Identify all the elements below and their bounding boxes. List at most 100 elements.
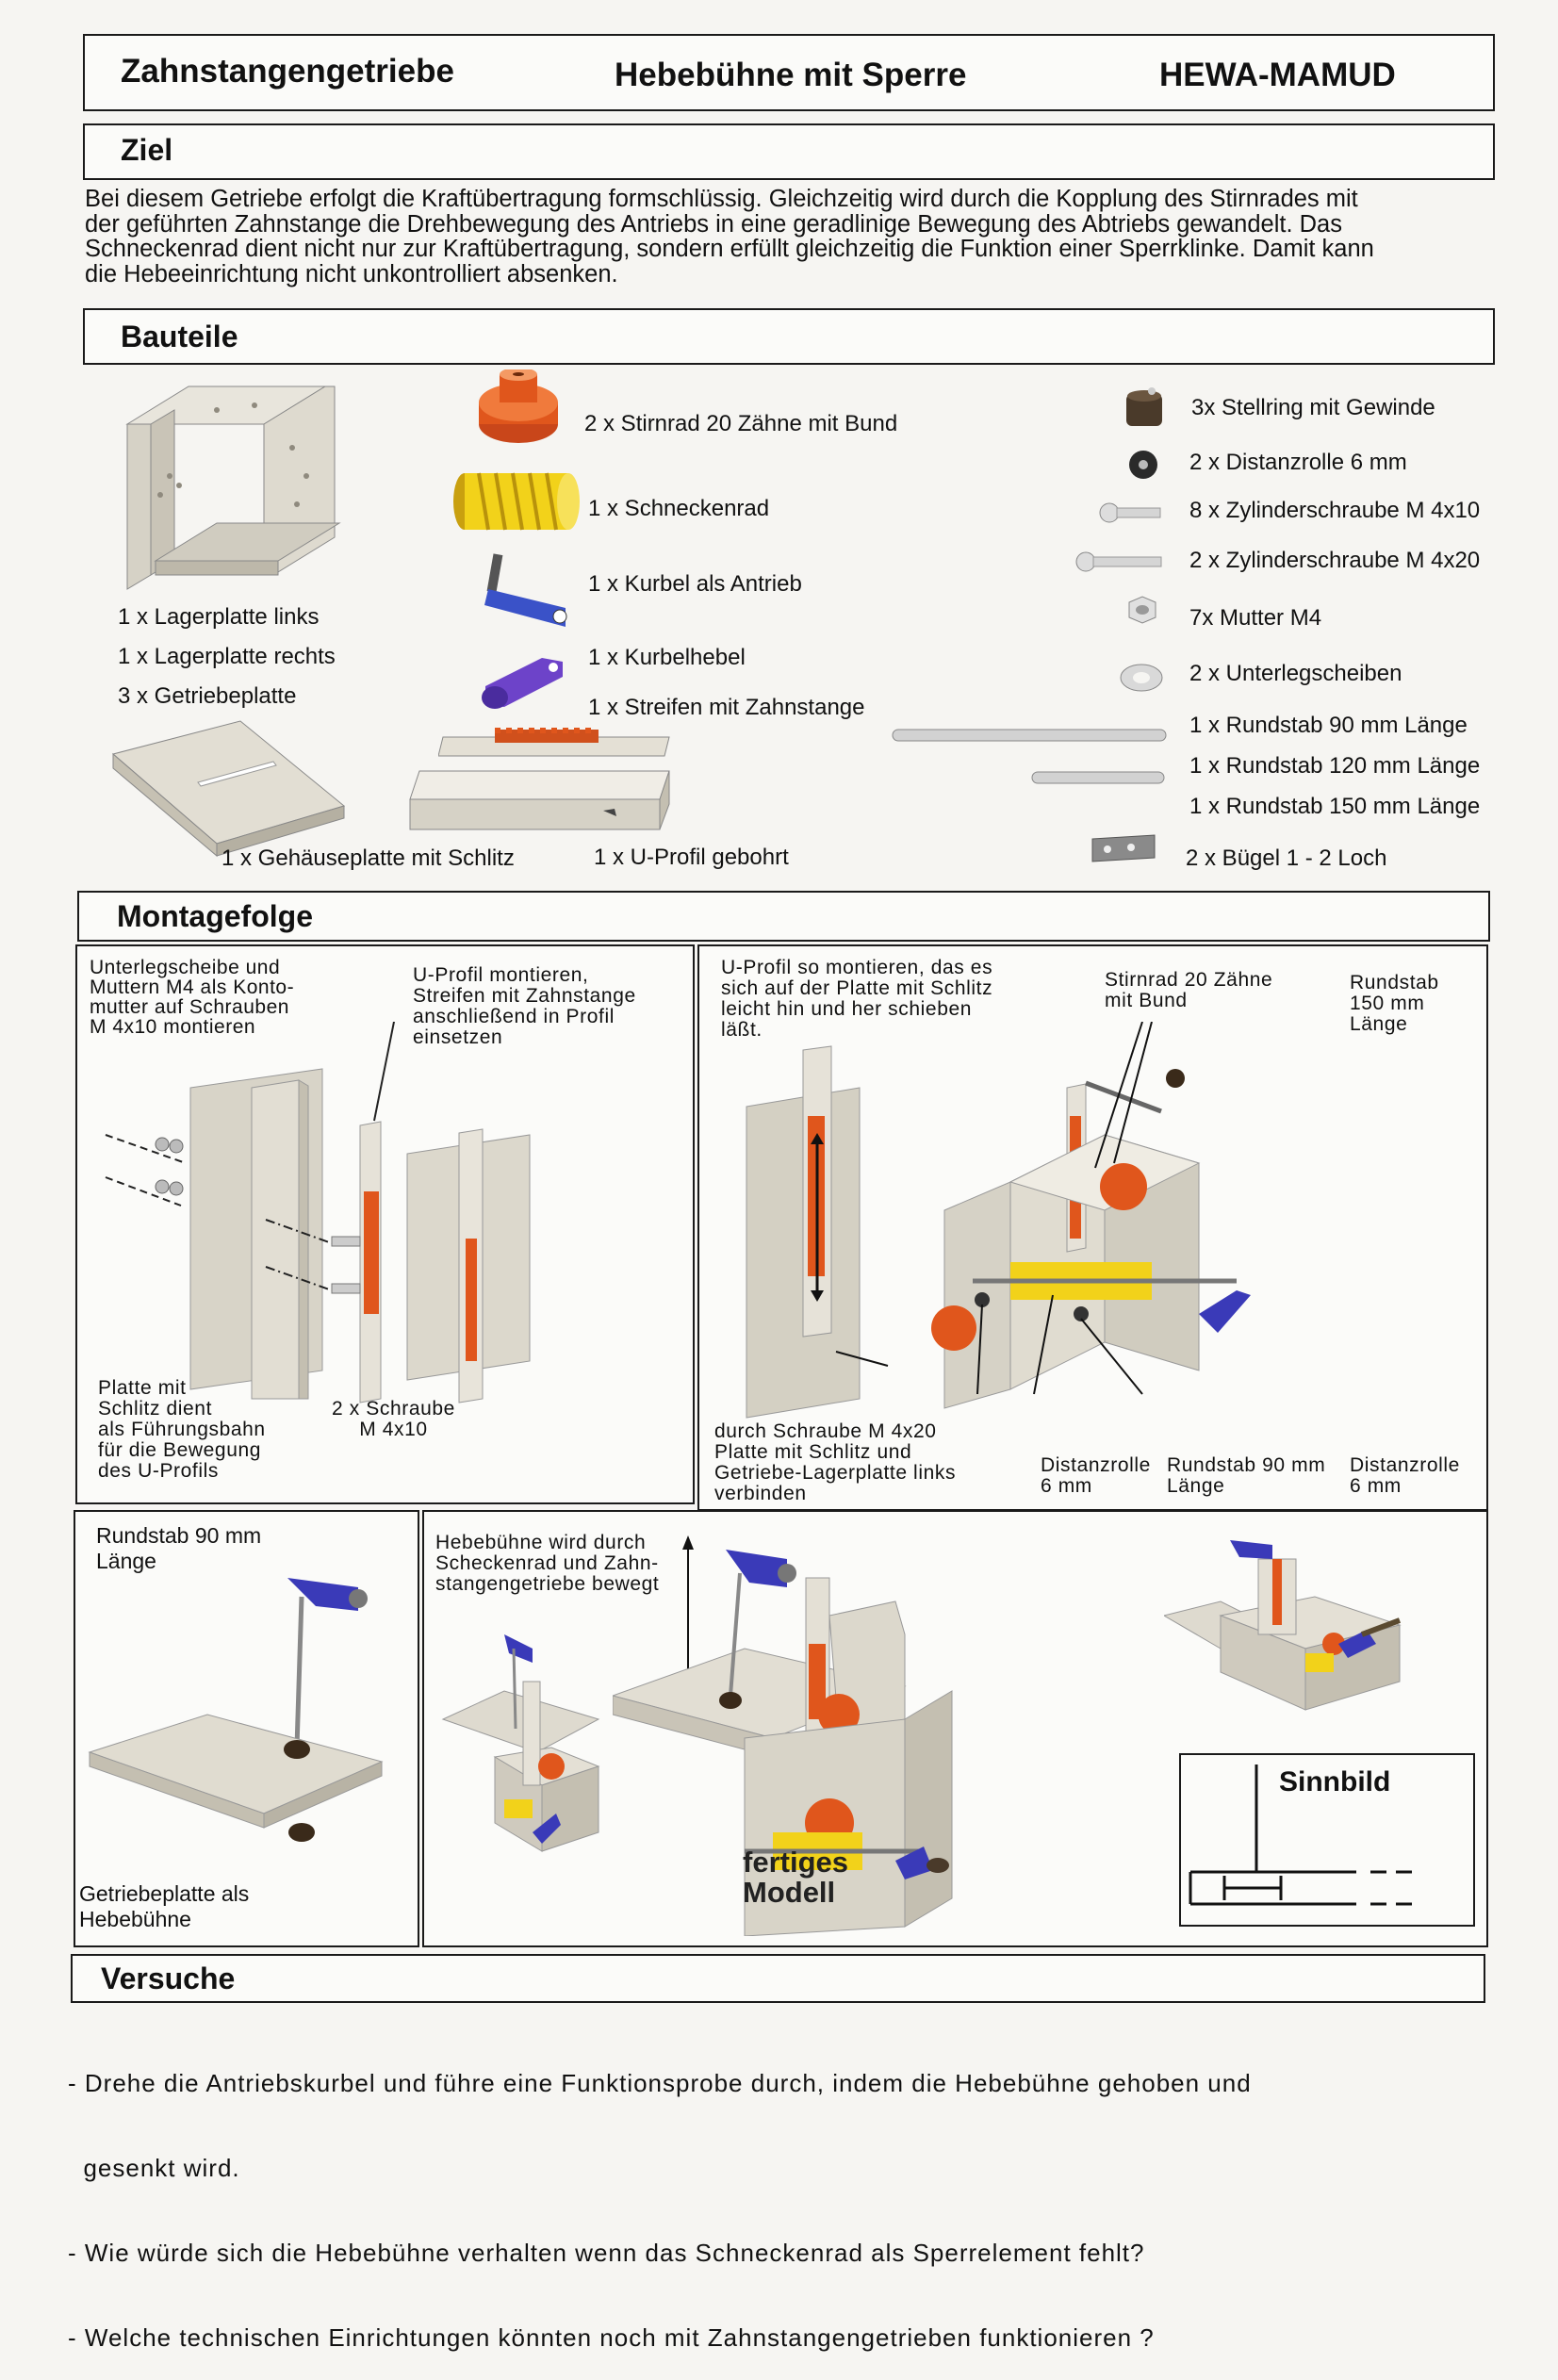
- step1-note-screws: 2 x Schraube M 4x10: [332, 1399, 455, 1440]
- note-line: Distanzrolle: [1041, 1454, 1151, 1476]
- housing-plate-label: 1 x Gehäuseplatte mit Schlitz: [221, 845, 515, 871]
- step1-note-slot: Platte mit Schlitz dient als Führungsbah…: [98, 1378, 266, 1482]
- note-line: Schlitz dient: [98, 1398, 213, 1420]
- part-right-5: 7x Mutter M4: [1189, 605, 1322, 631]
- note-line: Rundstab 90 mm: [96, 1523, 262, 1548]
- nut-icon: [1128, 596, 1156, 624]
- title-bar: Zahnstangengetriebe Hebebühne mit Sperre…: [83, 34, 1495, 111]
- step1-note-uprofile: U-Profil montieren, Streifen mit Zahnsta…: [413, 965, 636, 1048]
- part-left-3: 3 x Getriebeplatte: [118, 683, 297, 709]
- ziel-title: Ziel: [121, 133, 173, 167]
- u-profile-illustration: [409, 770, 670, 830]
- step1-note-washers: Unterlegscheibe und Muttern M4 als Konto…: [90, 958, 294, 1037]
- note-line: M 4x10: [359, 1419, 428, 1440]
- note-line: 6 mm: [1350, 1475, 1402, 1497]
- spur-gear-icon: [479, 369, 558, 443]
- step4-small-model: [441, 1634, 600, 1852]
- note-line: sich auf der Platte mit Schlitz: [721, 977, 993, 999]
- note-line: läßt.: [721, 1019, 763, 1041]
- note-line: Streifen mit Zahnstange: [413, 985, 636, 1007]
- bearing-plates-illustration: [125, 386, 341, 590]
- versuche-item: - Wie würde sich die Hebebühne verhalten…: [68, 2239, 1145, 2267]
- part-right-2: 2 x Distanzrolle 6 mm: [1189, 450, 1407, 475]
- bauteile-title: Bauteile: [121, 320, 238, 353]
- part-mid-3: 1 x Kurbel als Antrieb: [588, 571, 802, 597]
- montage-title: Montagefolge: [117, 899, 313, 933]
- note-line: leicht hin und her schieben: [721, 998, 973, 1020]
- section-bauteile: Bauteile: [83, 308, 1495, 365]
- title-right: HEWA-MAMUD: [1159, 57, 1396, 93]
- part-mid-2: 1 x Schneckenrad: [588, 496, 770, 521]
- part-right-9: 1 x Rundstab 150 mm Länge: [1189, 794, 1481, 819]
- step3-note-platform: Getriebeplatte als Hebebühne: [79, 1881, 249, 1932]
- crank-icon: [484, 553, 567, 627]
- note-line: verbinden: [714, 1483, 807, 1504]
- washer-icon: [1120, 664, 1163, 692]
- title-center: Hebebühne mit Sperre: [615, 57, 967, 93]
- symbol-title: Sinnbild: [1279, 1766, 1391, 1797]
- bracket-icon: [1091, 834, 1156, 862]
- versuche-item: - Drehe die Antriebskurbel und führe ein…: [68, 2069, 1252, 2097]
- versuche-list: - Drehe die Antriebskurbel und führe ein…: [68, 2012, 1252, 2380]
- note-line: Hebebühne wird durch: [435, 1532, 647, 1553]
- step2-note-slide: U-Profil so montieren, das es sich auf d…: [721, 958, 992, 1041]
- ziel-line: Schneckenrad dient nicht nur zur Kraftüb…: [85, 236, 1374, 262]
- round-bar-120-icon: [1031, 771, 1165, 784]
- round-bar-90-icon: [892, 729, 1167, 742]
- part-left-1: 1 x Lagerplatte links: [118, 604, 320, 630]
- step-panel-2: U-Profil so montieren, das es sich auf d…: [697, 944, 1488, 1511]
- step2-note-spacer1: Distanzrolle 6 mm: [1041, 1455, 1151, 1497]
- note-line: Hebebühne: [79, 1907, 191, 1931]
- step-panel-4: Hebebühne wird durch Scheckenrad und Zah…: [422, 1510, 1488, 1947]
- note-line: Unterlegscheibe und: [90, 957, 281, 978]
- part-right-10: 2 x Bügel 1 - 2 Loch: [1186, 845, 1387, 871]
- step-panel-3: Rundstab 90 mm Länge Getriebeplatte als …: [74, 1510, 419, 1947]
- note-line: 2 x Schraube: [332, 1398, 455, 1420]
- crank-lever-icon: [482, 658, 563, 709]
- part-right-3: 8 x Zylinderschraube M 4x10: [1189, 498, 1481, 523]
- note-line: für die Bewegung: [98, 1439, 262, 1461]
- part-mid-5: 1 x Streifen mit Zahnstange: [588, 695, 865, 720]
- note-line: U-Profil montieren,: [413, 964, 589, 986]
- note-line: M 4x10 montieren: [90, 1016, 256, 1038]
- note-line: Distanzrolle: [1350, 1454, 1460, 1476]
- u-profile-label: 1 x U-Profil gebohrt: [594, 845, 789, 870]
- collar-icon: [1126, 387, 1162, 426]
- symbol-box: Sinnbild: [1179, 1753, 1475, 1927]
- rack-strip-illustration: [438, 728, 670, 757]
- note-line: Getriebeplatte als: [79, 1881, 250, 1906]
- ziel-text: Bei diesem Getriebe erfolgt die Kraftübe…: [85, 187, 1517, 287]
- step2-note-gear: Stirnrad 20 Zähne mit Bund: [1105, 970, 1272, 1011]
- worm-gear-icon: [453, 472, 580, 531]
- part-right-6: 2 x Unterlegscheiben: [1189, 661, 1402, 686]
- spacer-roller-icon: [1129, 451, 1157, 479]
- step2-illustration: [746, 1022, 1251, 1419]
- note-line: Länge: [1167, 1475, 1225, 1497]
- note-line: mutter auf Schrauben: [90, 996, 289, 1018]
- step2-note-connect: durch Schraube M 4x20 Platte mit Schlitz…: [714, 1421, 956, 1504]
- note-line: Stirnrad 20 Zähne: [1105, 969, 1273, 991]
- note-line: Länge: [96, 1549, 156, 1573]
- note-line: U-Profil so montieren, das es: [721, 957, 993, 978]
- finished-model-label: fertiges Modell: [743, 1847, 848, 1908]
- versuche-item: - Welche technischen Einrichtungen könnt…: [68, 2323, 1155, 2352]
- note-line: stangengetriebe bewegt: [435, 1573, 660, 1595]
- screw-long-icon: [1075, 551, 1162, 572]
- note-line: 150 mm: [1350, 993, 1425, 1014]
- housing-plate-illustration: [111, 720, 346, 858]
- part-right-1: 3x Stellring mit Gewinde: [1191, 395, 1435, 420]
- note-line: Platte mit: [98, 1377, 187, 1399]
- note-line: Getriebe-Lagerplatte links: [714, 1462, 957, 1484]
- versuche-item: gesenkt wird.: [68, 2154, 240, 2182]
- gear-symbol-icon: [1189, 1764, 1412, 1906]
- note-line: des U-Profils: [98, 1460, 219, 1482]
- step2-note-bar150: Rundstab 150 mm Länge: [1350, 973, 1439, 1035]
- section-ziel: Ziel: [83, 123, 1495, 180]
- section-montagefolge: Montagefolge: [77, 891, 1490, 942]
- note-line: anschließend in Profil: [413, 1006, 615, 1027]
- ziel-line: der geführten Zahnstange die Drehbewegun…: [85, 210, 1342, 238]
- step3-illustration: [88, 1578, 384, 1842]
- finished-line: Modell: [743, 1876, 836, 1909]
- assembled-model-top-right: [1164, 1540, 1402, 1711]
- versuche-title: Versuche: [101, 1961, 236, 1995]
